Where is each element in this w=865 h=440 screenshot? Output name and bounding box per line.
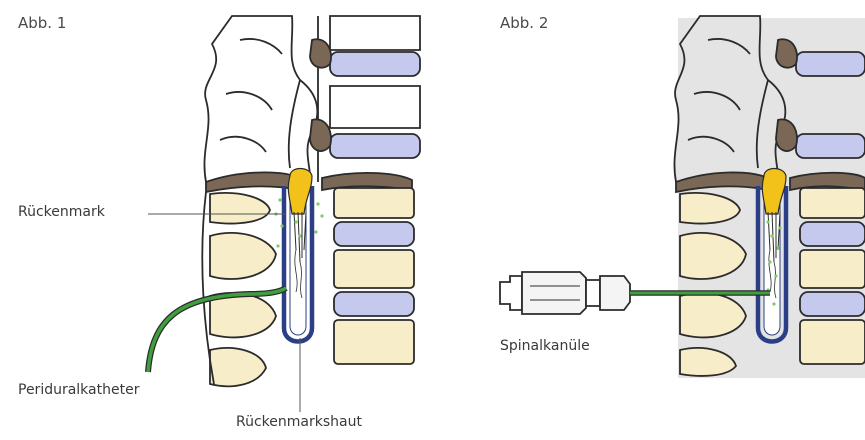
disc-2 [330,134,420,158]
ligament-2 [310,119,331,151]
vertebral-arches-fig1 [204,16,318,182]
articular-processes-fig1 [202,192,276,386]
figure-1-title: Abb. 1 [18,14,66,32]
disc-1 [330,52,420,76]
label-spinal-needle: Spinalkanüle [500,338,590,354]
label-dura-mater: Rückenmarkshaut [236,414,362,430]
figure-2-title: Abb. 2 [500,14,548,32]
lower-vertebrae-fig1 [334,188,414,364]
figure-1 [148,16,420,412]
lower-vertebrae-fig2 [800,188,865,364]
label-epidural-catheter: Periduralkatheter [18,382,139,398]
label-spinal-cord: Rückenmark [18,204,105,220]
ligament-1 [310,39,331,67]
figure-2 [500,16,865,378]
disc-3 [334,222,414,246]
disc-4 [334,292,414,316]
upper-vertebrae-fig1 [310,16,420,158]
